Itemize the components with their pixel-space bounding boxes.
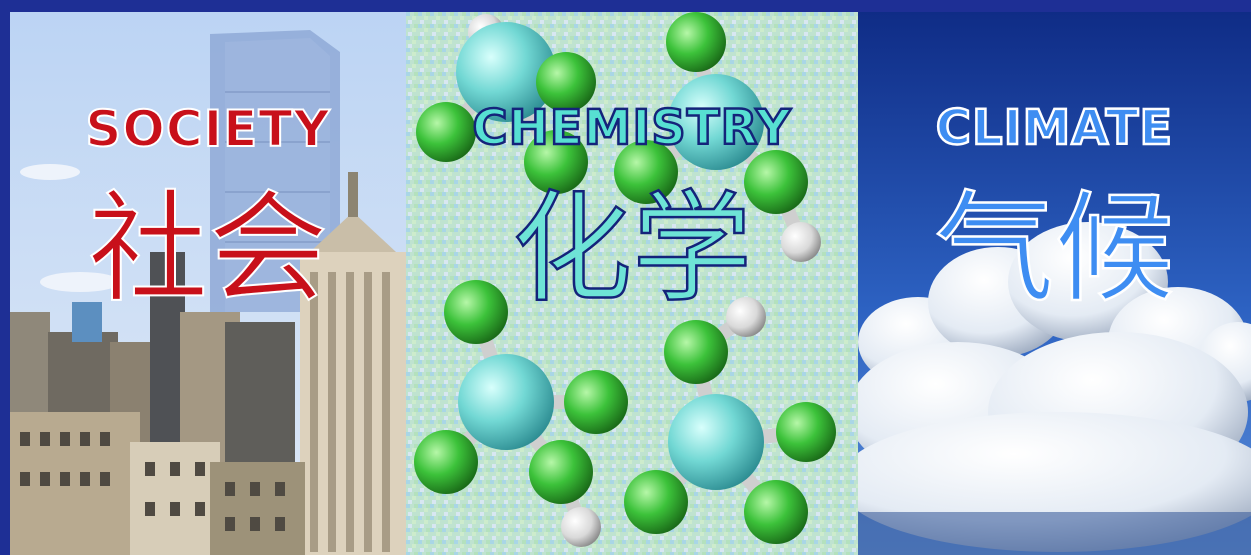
society-panel: SOCIETY 社会 bbox=[10, 12, 406, 555]
climate-title-chinese: 气候 bbox=[933, 180, 1176, 319]
sky-clouds-illustration bbox=[858, 12, 1251, 555]
city-skyline-illustration bbox=[10, 12, 406, 555]
society-title-chinese: 社会 bbox=[87, 180, 329, 319]
chemistry-title-chinese: 化学 bbox=[511, 180, 754, 319]
chemistry-title-english: CHEMISTRY bbox=[471, 99, 792, 158]
climate-panel: CLIMATE 气候 bbox=[858, 12, 1251, 555]
molecule-illustration bbox=[406, 12, 858, 555]
climate-title-english: CLIMATE bbox=[935, 99, 1174, 158]
chemistry-panel: CHEMISTRY 化学 bbox=[406, 12, 858, 555]
society-title-english: SOCIETY bbox=[84, 99, 331, 159]
